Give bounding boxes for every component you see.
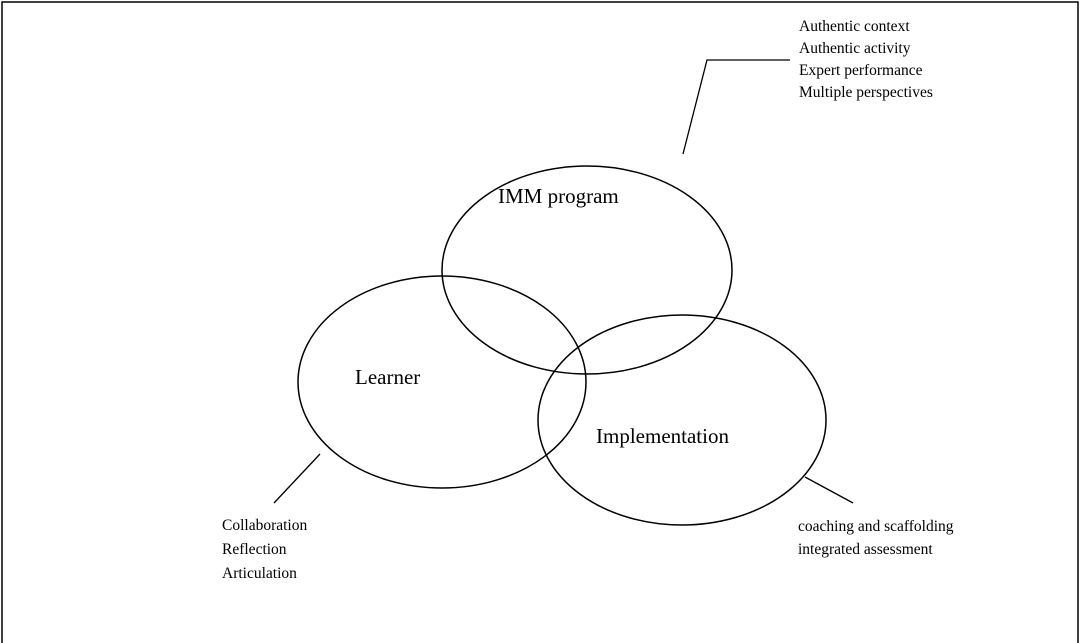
note-item: integrated assessment xyxy=(798,541,933,558)
note-item: Articulation xyxy=(222,565,297,582)
note-item: Multiple perspectives xyxy=(799,84,933,101)
left-callout-line xyxy=(273,453,321,504)
right-callout-line xyxy=(804,476,854,504)
note-item: coaching and scaffolding xyxy=(798,518,954,535)
note-item: Authentic context xyxy=(799,18,910,35)
imm-program-notes: Authentic context Authentic activity Exp… xyxy=(799,16,933,104)
imm-program-circle xyxy=(441,165,733,375)
learner-label: Learner xyxy=(355,365,421,389)
imm-program-label: IMM program xyxy=(498,184,619,208)
top-callout-line xyxy=(682,59,790,155)
note-item: Collaboration xyxy=(222,517,308,534)
implementation-circle xyxy=(537,314,827,526)
learner-circle xyxy=(297,275,587,489)
note-item: Authentic activity xyxy=(799,40,911,57)
note-item: Expert performance xyxy=(799,62,923,79)
learner-notes: Collaboration Reflection Articulation xyxy=(222,514,307,586)
note-item: Reflection xyxy=(222,541,287,558)
implementation-label: Implementation xyxy=(596,424,729,448)
implementation-notes: coaching and scaffolding integrated asse… xyxy=(798,515,954,561)
